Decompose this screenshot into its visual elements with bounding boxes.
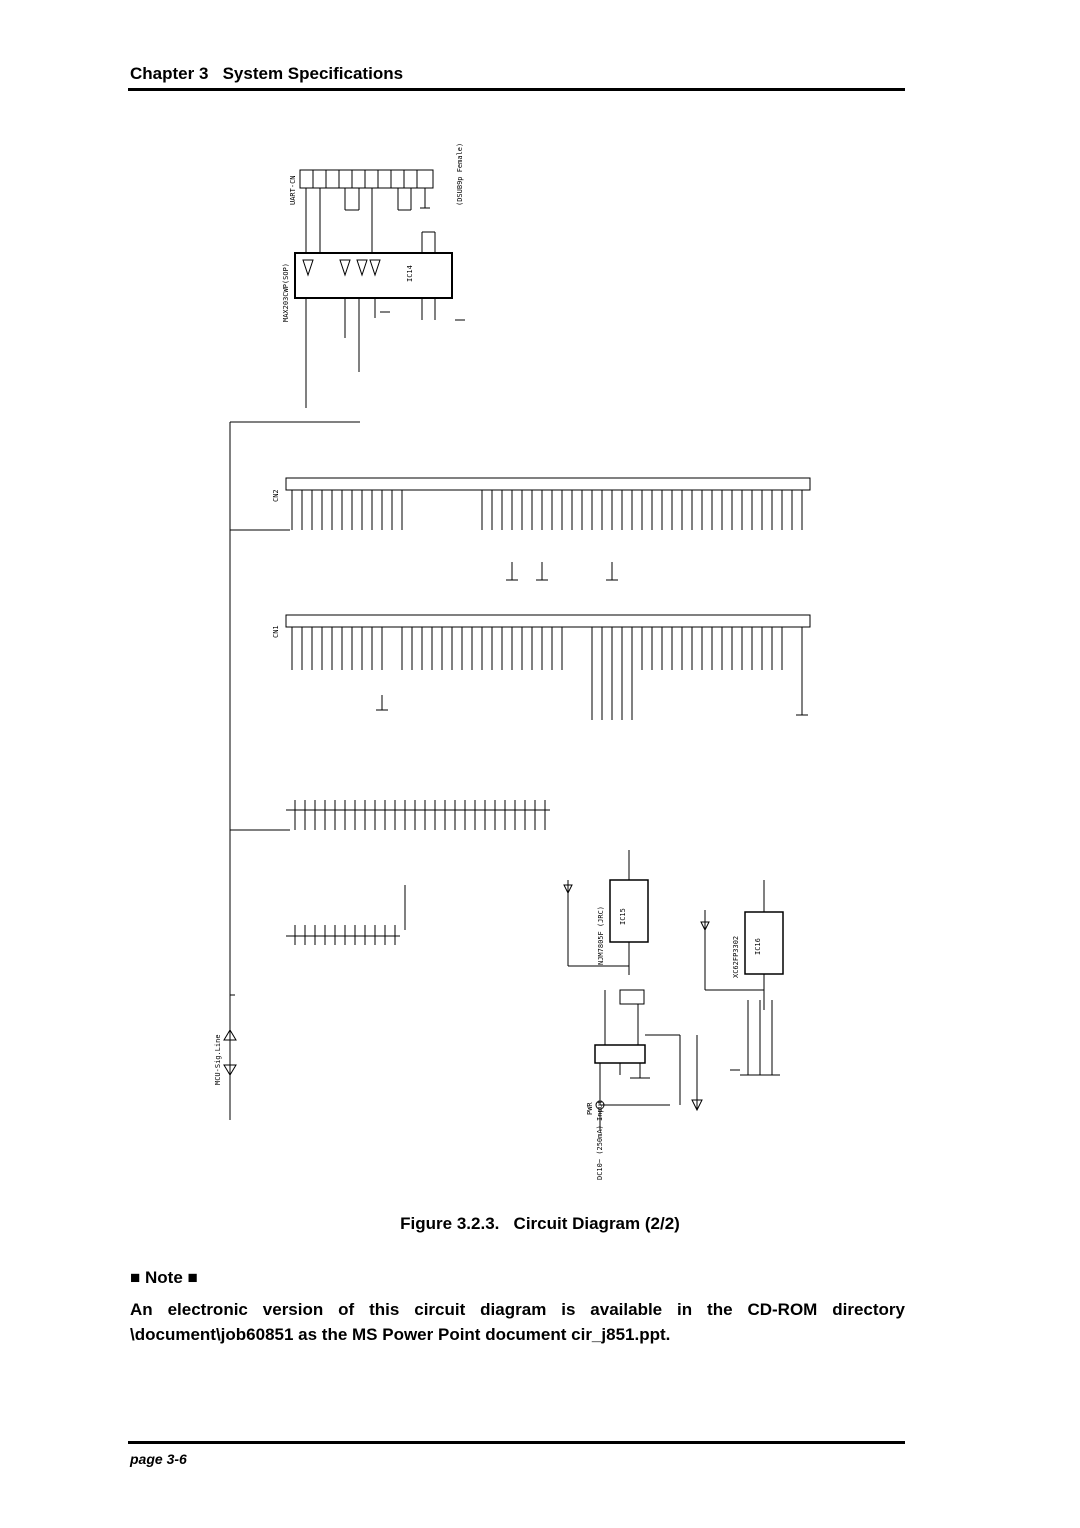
- note-text: An electronic version of this circuit di…: [130, 1300, 905, 1344]
- note-heading: ■ Note ■: [130, 1268, 198, 1287]
- ic14-label: IC14: [406, 265, 414, 282]
- footer-divider: [128, 1441, 905, 1444]
- uart-connector-label: UART-CN: [289, 175, 297, 205]
- max-chip-label: MAX203CWP(SOP): [282, 263, 290, 322]
- ic16-label: IC16: [754, 938, 762, 955]
- regulator-njm7805f-label: NJM7805F (JRC): [597, 906, 605, 965]
- header-divider: [128, 88, 905, 91]
- cn2-label: CN2: [272, 489, 280, 502]
- circuit-diagram: UART-CN (DSUB9p Female) MAX203CWP(SOP) I…: [214, 143, 811, 1180]
- chapter-title: Chapter 3 System Specifications: [130, 64, 404, 83]
- regulator-xc62fp3302-label: XC62FP3302: [732, 936, 740, 978]
- mcu-signal-line-label: MCU-Sig.Line: [214, 1034, 222, 1085]
- dsub-connector-label: (DSUB9p Female): [456, 143, 464, 206]
- pwr-label: PWR: [586, 1102, 594, 1115]
- page-number: page 3-6: [130, 1451, 187, 1467]
- ic15-label: IC15: [619, 908, 627, 925]
- cn1-label: CN1: [272, 625, 280, 638]
- figure-caption: Figure 3.2.3. Circuit Diagram (2/2): [400, 1214, 680, 1233]
- dc-input-label: DC10~ (250mA) Input: [596, 1100, 604, 1180]
